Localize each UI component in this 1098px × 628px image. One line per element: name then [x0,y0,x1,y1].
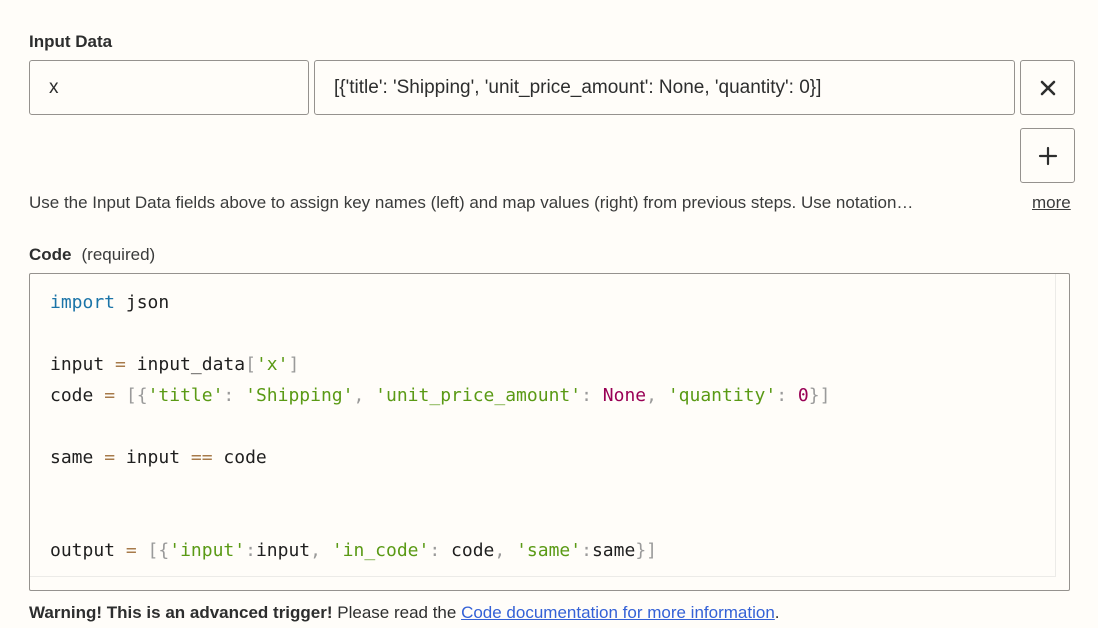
add-input-button[interactable] [1020,128,1075,183]
code-documentation-link[interactable]: Code documentation for more information [461,603,775,622]
warning-message: Warning! This is an advanced trigger! Pl… [29,603,780,623]
code-required-label: (required) [81,245,156,264]
code-line: input = input_data['x'] [50,354,300,375]
input-data-value-field[interactable]: [{'title': 'Shipping', 'unit_price_amoun… [314,60,1015,115]
close-icon [1040,80,1055,95]
input-data-key-field[interactable]: x [29,60,309,115]
input-data-help-text: Use the Input Data fields above to assig… [29,193,914,212]
code-line: same = input == code [50,447,267,468]
code-label-title: Code [29,245,72,264]
input-data-key-value: x [49,76,59,98]
code-line: import json [50,292,170,313]
warning-end: . [774,603,780,622]
code-label: Code (required) [29,245,155,265]
input-data-label: Input Data [29,32,113,51]
warning-bold-text: Warning! This is an advanced trigger! [29,603,333,622]
code-editor-content[interactable]: import json input = input_data['x'] code… [30,274,1056,577]
input-data-value-text: [{'title': 'Shipping', 'unit_price_amoun… [334,76,822,98]
plus-icon [1038,146,1057,165]
code-editor[interactable]: import json input = input_data['x'] code… [29,273,1070,591]
code-line: output = [{'input':input, 'in_code': cod… [50,540,657,561]
more-link[interactable]: more [1032,193,1071,212]
code-line: code = [{'title': 'Shipping', 'unit_pric… [50,385,831,406]
remove-input-button[interactable] [1020,60,1075,115]
warning-text: Please read the [332,603,462,622]
